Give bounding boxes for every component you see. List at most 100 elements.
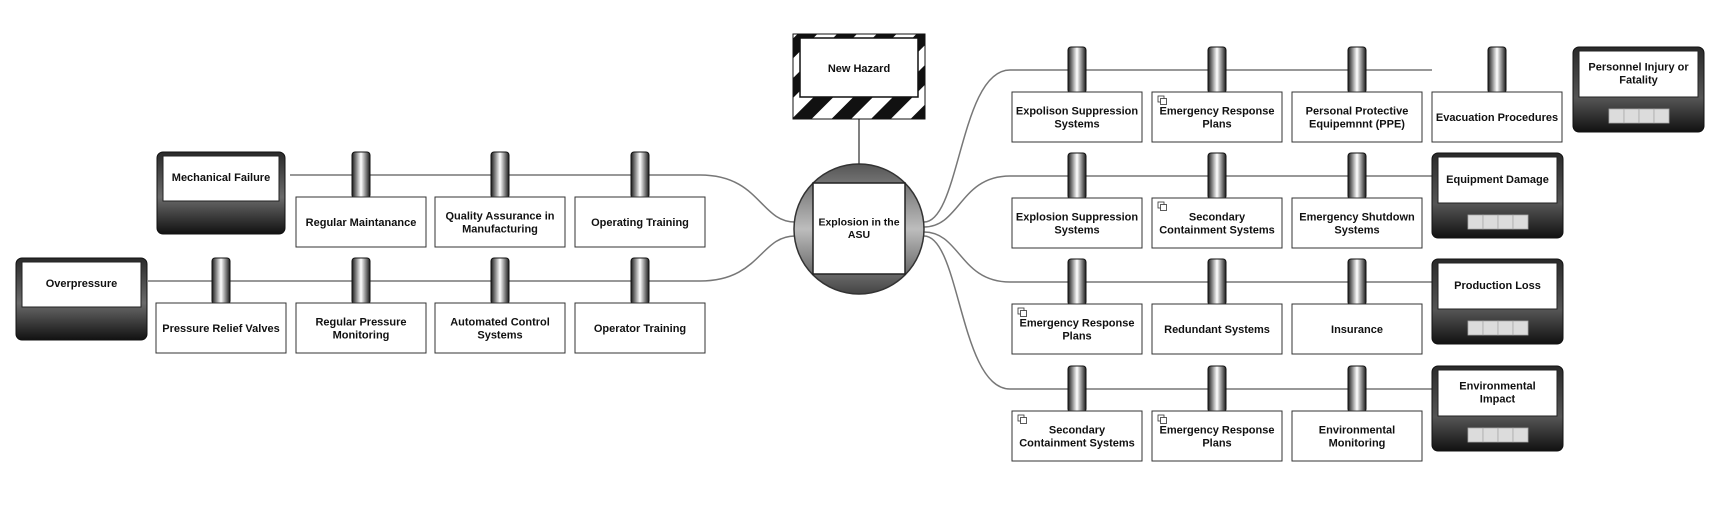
hazard-label-box <box>799 37 919 98</box>
connector-lines <box>148 69 1432 390</box>
top-event-label: ASU <box>848 229 870 241</box>
barrier-handle <box>1347 365 1367 413</box>
barrier-label: Expolison Suppression <box>1016 105 1139 117</box>
barrier-handle <box>351 257 371 305</box>
barrier-node[interactable]: Operator Training <box>574 257 706 354</box>
barrier-box <box>434 302 566 354</box>
threat-line <box>290 174 796 223</box>
barrier-label: Emergency Response <box>1160 105 1275 117</box>
consequence-severity-bar <box>1608 108 1670 124</box>
barrier-handle <box>630 151 650 199</box>
linked-copy-icon <box>1157 201 1167 211</box>
barrier-handle <box>1487 46 1507 94</box>
consequence-label-box <box>1437 156 1558 204</box>
barrier-node[interactable]: Pressure Relief Valves <box>155 257 287 354</box>
barrier-box <box>434 196 566 248</box>
barrier-node[interactable]: Redundant Systems <box>1151 258 1283 355</box>
barrier-label: Monitoring <box>333 329 390 341</box>
barrier-handle <box>351 151 371 199</box>
barrier-handle <box>630 257 650 305</box>
threat-label: Mechanical Failure <box>172 172 270 184</box>
barrier-label: Explosion Suppression <box>1016 211 1139 223</box>
barrier-node[interactable]: Insurance <box>1291 258 1423 355</box>
barrier-label: Operator Training <box>594 323 686 335</box>
barrier-label: Monitoring <box>1329 437 1386 449</box>
barrier-box <box>574 302 706 354</box>
consequence-label: Equipment Damage <box>1446 174 1549 186</box>
threat-node[interactable]: Overpressure <box>15 257 148 341</box>
barrier-box <box>1011 410 1143 462</box>
linked-copy-icon <box>1157 95 1167 105</box>
barrier-label: Emergency Response <box>1160 424 1275 436</box>
barrier-box <box>1151 197 1283 249</box>
threat-label: Overpressure <box>46 278 118 290</box>
barrier-label: Evacuation Procedures <box>1436 112 1558 124</box>
barrier-label: Plans <box>1062 330 1091 342</box>
barrier-handle <box>1067 258 1087 306</box>
threat-label-box <box>162 155 280 202</box>
threat-label-box <box>21 261 142 308</box>
consequence-label-box <box>1437 369 1558 417</box>
barrier-handle <box>1347 152 1367 200</box>
barrier-box <box>1011 303 1143 355</box>
consequence-severity-bar <box>1467 214 1529 230</box>
barrier-box <box>155 302 287 354</box>
barrier-handle <box>1207 152 1227 200</box>
threat-node[interactable]: Mechanical Failure <box>156 151 286 235</box>
barrier-label: Plans <box>1202 437 1231 449</box>
barrier-box <box>1291 410 1423 462</box>
barrier-node[interactable]: Operating Training <box>574 151 706 248</box>
top-event-box <box>812 182 906 275</box>
barrier-handle <box>1067 152 1087 200</box>
barrier-handle <box>1067 46 1087 94</box>
barrier-box <box>1151 303 1283 355</box>
hazard-node[interactable]: New Hazard <box>792 33 926 120</box>
barrier-label: Manufacturing <box>462 223 538 235</box>
barrier-handle <box>1067 365 1087 413</box>
barrier-box <box>295 196 427 248</box>
barrier-handle <box>1347 46 1367 94</box>
linked-copy-icon <box>1157 414 1167 424</box>
barrier-label: Plans <box>1202 118 1231 130</box>
consequence-label: Environmental <box>1459 380 1535 392</box>
consequence-node[interactable]: Production Loss <box>1431 258 1564 345</box>
consequence-node[interactable]: Equipment Damage <box>1431 152 1564 239</box>
consequence-line <box>923 235 1432 390</box>
consequence-line <box>923 175 1432 228</box>
barrier-label: Containment Systems <box>1159 224 1275 236</box>
barrier-box <box>1291 197 1423 249</box>
barrier-label: Pressure Relief Valves <box>162 323 279 335</box>
barrier-label: Environmental <box>1319 424 1395 436</box>
linked-copy-icon <box>1017 307 1027 317</box>
barrier-label: Personal Protective <box>1306 105 1409 117</box>
consequence-label: Production Loss <box>1454 280 1541 292</box>
consequence-line <box>923 231 1432 283</box>
consequence-label-box <box>1437 262 1558 310</box>
barrier-label: Automated Control <box>450 316 550 328</box>
barrier-node[interactable]: Evacuation Procedures <box>1431 46 1563 143</box>
barrier-handle <box>1347 258 1367 306</box>
barrier-label: Quality Assurance in <box>445 210 554 222</box>
barrier-box <box>1291 91 1423 143</box>
barrier-box <box>1151 91 1283 143</box>
barrier-node[interactable]: Regular Maintanance <box>295 151 427 248</box>
top-event-label: Explosion in the <box>818 216 899 228</box>
